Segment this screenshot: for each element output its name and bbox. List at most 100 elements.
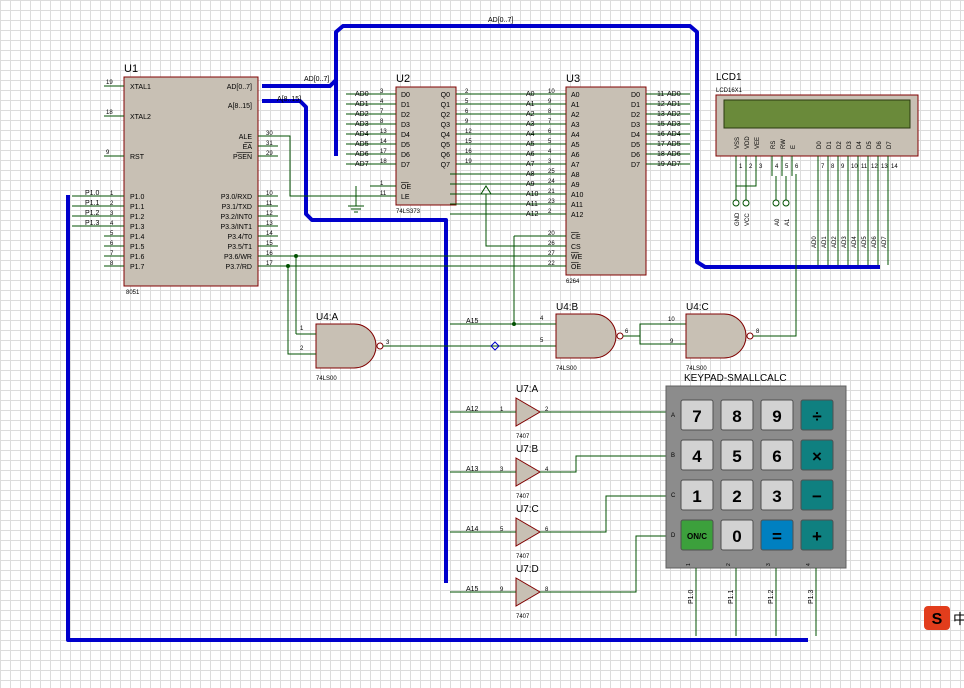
lcd-pin-name: D7 (887, 141, 893, 149)
u2-pin: D5 (401, 142, 410, 149)
u2-net: AD5 (355, 141, 369, 148)
u3-pin: A12 (571, 212, 584, 219)
keypad-key-3-3[interactable]: + (800, 519, 834, 551)
buffer-ref: U7:D (516, 564, 539, 575)
ad-bus-top (334, 24, 880, 269)
u2-pin-num: 19 (465, 159, 472, 165)
u3-pin: D5 (631, 142, 640, 149)
key-label: 4 (692, 447, 702, 466)
u2-pin-num: 1 (380, 181, 384, 187)
u3-net: A9 (526, 181, 535, 188)
lcd-pin-num: 4 (775, 164, 779, 170)
lcd-pin-num: 3 (759, 164, 763, 170)
u3-pin: A6 (571, 152, 580, 159)
u3-net: A10 (526, 191, 539, 198)
u2-net: AD2 (355, 111, 369, 118)
u3-net: A5 (526, 141, 535, 148)
key-face (680, 479, 714, 511)
u3-pin: A5 (571, 142, 580, 149)
u3-net: A7 (526, 161, 535, 168)
u1-pin-num: 18 (106, 110, 113, 116)
u3-pin-num: 4 (548, 149, 552, 155)
u3-pin: A7 (571, 162, 580, 169)
u3-pin-num: 21 (548, 189, 555, 195)
key-face (760, 399, 794, 431)
lcd-pin-name: D1 (827, 141, 833, 149)
u3-pin-num: 25 (548, 169, 555, 175)
lcd-low-net: A0 (775, 218, 781, 226)
key-label: = (772, 527, 782, 546)
lcd-pin-num: 1 (739, 164, 743, 170)
keypad-key-0-1[interactable]: 8 (720, 399, 754, 431)
lcd-pin-name: VEE (755, 137, 761, 149)
ale-wire (278, 135, 396, 197)
key-label: − (812, 487, 822, 506)
keypad-key-1-0[interactable]: 4 (680, 439, 714, 471)
key-label: 1 (692, 487, 701, 506)
keypad-key-3-0[interactable]: ON/C (680, 519, 714, 551)
keypad-key-3-1[interactable]: 0 (720, 519, 754, 551)
u3-pin-num: 12 (657, 101, 665, 108)
lcd-pin-num: 14 (891, 164, 898, 170)
u3-pin: A0 (571, 92, 580, 99)
u3-pin: A4 (571, 132, 580, 139)
keypad-key-2-3[interactable]: − (800, 479, 834, 511)
u2-pin-num: 6 (465, 109, 469, 115)
u2-pin: Q3 (441, 122, 450, 129)
buffer-net: A12 (466, 406, 479, 413)
lcd-pin-num: 5 (785, 164, 789, 170)
keypad-key-3-2[interactable]: = (760, 519, 794, 551)
bus-label-top: AD[0..7] (488, 17, 513, 24)
gate-ref: U4:C (686, 302, 709, 313)
u3-pin-num: 10 (548, 89, 555, 95)
power-arrow (480, 185, 492, 195)
u2-pin-num: 16 (465, 149, 472, 155)
key-label: 7 (692, 407, 701, 426)
keypad-key-2-0[interactable]: 1 (680, 479, 714, 511)
keypad-key-0-2[interactable]: 9 (760, 399, 794, 431)
lcd-pin-num: 6 (795, 164, 799, 170)
buf-c-out (540, 495, 666, 533)
u1-pin-num: 5 (110, 231, 114, 237)
keypad-key-1-2[interactable]: 6 (760, 439, 794, 471)
u1-pin-name: P1.5 (130, 244, 145, 251)
lcd-data-net: AD1 (822, 236, 828, 248)
key-face (760, 479, 794, 511)
u1-pin-name: EA (243, 144, 253, 151)
key-label: 3 (772, 487, 781, 506)
cs-wire (485, 194, 540, 247)
lcd-data-net: AD5 (862, 236, 868, 248)
lcd-pin-num: 2 (749, 164, 753, 170)
lcd-data-net: AD4 (852, 236, 858, 248)
u2-pin-num: 18 (380, 159, 387, 165)
key-label: 0 (732, 527, 741, 546)
keypad-key-2-1[interactable]: 2 (720, 479, 754, 511)
key-label: 5 (732, 447, 741, 466)
u3-pin-num: 19 (657, 161, 665, 168)
keypad-key-1-1[interactable]: 5 (720, 439, 754, 471)
key-label: ÷ (812, 407, 821, 426)
u3-pin-num: 26 (548, 241, 555, 247)
buffer-part: 7407 (516, 434, 530, 440)
keypad-key-0-3[interactable]: ÷ (800, 399, 834, 431)
u3-pin: A11 (571, 202, 583, 209)
buffer-net: A13 (466, 466, 479, 473)
u3-pin-num: 11 (657, 91, 664, 98)
u1-pin-name: P3.7/RD (226, 264, 252, 271)
u2-pin: Q7 (441, 162, 450, 169)
buffer-ref: U7:C (516, 504, 539, 515)
keypad-key-2-2[interactable]: 3 (760, 479, 794, 511)
gate-net: A15 (466, 318, 479, 325)
u2-pin: D6 (401, 152, 410, 159)
probe-marker (490, 341, 500, 351)
u3-body (565, 86, 647, 276)
u2-ref: U2 (396, 73, 410, 85)
gate-pin: 3 (386, 340, 390, 346)
u1-pin-name: P3.6/WR (224, 254, 252, 261)
keypad-key-0-0[interactable]: 7 (680, 399, 714, 431)
u2-pin-num: 8 (380, 119, 384, 125)
keypad-key-1-3[interactable]: × (800, 439, 834, 471)
keypad-row-label: D (671, 533, 676, 539)
buffer-part: 7407 (516, 554, 530, 560)
key-label: 9 (772, 407, 781, 426)
